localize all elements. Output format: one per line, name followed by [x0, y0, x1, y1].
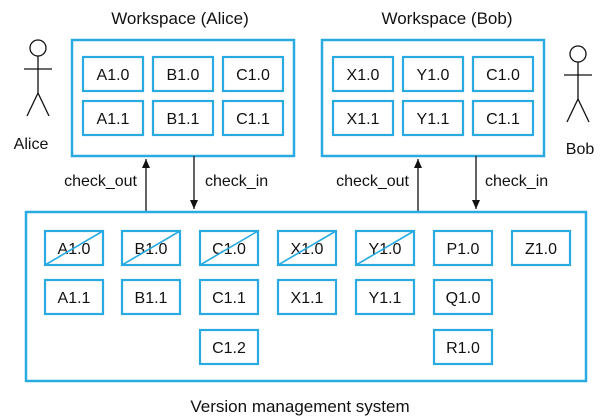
alice-item-box-label: A1.0 [97, 67, 130, 84]
vms-item-box-label: Z1.0 [525, 241, 557, 258]
vms-item-box-strike [199, 230, 259, 266]
bob-label: Bob [566, 141, 595, 158]
vms-item-box: A1.1 [43, 278, 105, 316]
vms-item-box: A1.0 [43, 229, 105, 267]
vms-item-box-label: A1.1 [58, 290, 91, 307]
bob-item-box-label: Y1.0 [417, 67, 450, 84]
vms-item-box-strike [121, 230, 181, 266]
vms-item-box-label: C1.2 [212, 340, 246, 357]
vms-item-box: C1.0 [198, 229, 260, 267]
alice-item-box-label: C1.1 [236, 111, 270, 128]
vms-item-box: C1.2 [198, 328, 260, 366]
alice-item-box: B1.1 [151, 99, 215, 137]
bob-check-out-label: check_out [336, 173, 409, 190]
vms-item-box-strike [44, 230, 104, 266]
alice-item-box-label: A1.1 [97, 111, 130, 128]
vms-box [24, 210, 588, 383]
vms-item-box-strike [355, 230, 415, 266]
vms-item-box-label: X1.1 [291, 290, 324, 307]
workspace-bob-title: Workspace (Bob) [381, 9, 512, 28]
bob-item-box-label: Y1.1 [417, 111, 450, 128]
bob-item-box-label: X1.0 [347, 67, 380, 84]
vms-item-box: X1.1 [276, 278, 338, 316]
vms-item-box: Z1.0 [510, 229, 572, 267]
alice-item-box: A1.1 [81, 99, 145, 137]
bob-item-box-label: C1.0 [486, 67, 520, 84]
alice-item-box: B1.0 [151, 55, 215, 93]
vms-item-box-label: B1.1 [135, 290, 168, 307]
vms-item-box: Y1.0 [354, 229, 416, 267]
bob-item-box: X1.0 [331, 55, 395, 93]
vms-item-box-label: B1.0 [135, 241, 168, 258]
alice-check-out-label: check_out [64, 173, 137, 190]
alice-label: Alice [14, 136, 49, 153]
bob-item-box: C1.1 [471, 99, 535, 137]
alice-item-box-label: C1.0 [236, 67, 270, 84]
vms-title: Version management system [190, 397, 409, 416]
bob-item-box-label: C1.1 [486, 111, 520, 128]
vms-item-box: X1.0 [276, 229, 338, 267]
workspace-alice-title: Workspace (Alice) [111, 9, 249, 28]
vms-item-box-label: X1.0 [291, 241, 324, 258]
workspace-bob-box [320, 38, 546, 158]
vms-item-box-strike [277, 230, 337, 266]
bob-check-in-label: check_in [485, 173, 548, 190]
vms-item-box: R1.0 [432, 328, 494, 366]
alice-item-box-label: B1.1 [167, 111, 200, 128]
vms-item-box-label: A1.0 [58, 241, 91, 258]
alice-item-box-label: B1.0 [167, 67, 200, 84]
bob-item-box: X1.1 [331, 99, 395, 137]
vms-item-box: Q1.0 [432, 278, 494, 316]
vms-item-box-label: R1.0 [446, 340, 480, 357]
vms-item-box-label: Y1.0 [369, 241, 402, 258]
alice-item-box: A1.0 [81, 55, 145, 93]
vms-item-box-label: Q1.0 [446, 290, 481, 307]
vms-item-box-label: P1.0 [447, 241, 480, 258]
bob-item-box: Y1.0 [401, 55, 465, 93]
vms-item-box: P1.0 [432, 229, 494, 267]
vms-item-box: Y1.1 [354, 278, 416, 316]
bob-item-box: Y1.1 [401, 99, 465, 137]
alice-check-in-label: check_in [205, 173, 268, 190]
bob-item-box: C1.0 [471, 55, 535, 93]
bob-item-box-label: X1.1 [347, 111, 380, 128]
alice-actor-icon [24, 39, 52, 117]
workspace-alice-box [70, 38, 296, 158]
alice-item-box: C1.1 [221, 99, 285, 137]
vms-item-box: C1.1 [198, 278, 260, 316]
alice-item-box: C1.0 [221, 55, 285, 93]
vms-item-box: B1.0 [120, 229, 182, 267]
vms-item-box-label: C1.1 [212, 290, 246, 307]
bob-actor-icon [564, 45, 592, 123]
vms-item-box-label: Y1.1 [369, 290, 402, 307]
vms-item-box: B1.1 [120, 278, 182, 316]
